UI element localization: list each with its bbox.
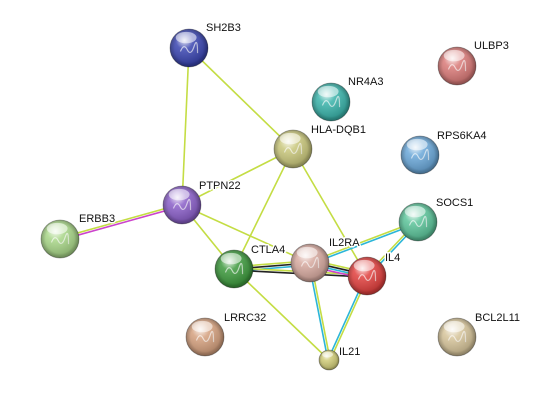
edge-line-textmining — [58, 203, 183, 239]
node-highlight — [46, 222, 68, 235]
node-highlight — [279, 132, 301, 145]
node-highlight — [353, 259, 375, 272]
edge-sh2b3-ptpn22[interactable] — [181, 47, 190, 206]
edge-line-textmining — [233, 148, 294, 270]
edge-ptpn22-il2ra[interactable] — [181, 204, 311, 264]
node-label-halo: IL4 — [385, 252, 400, 264]
edge-line-textmining — [181, 204, 311, 264]
edge-line-textmining — [188, 47, 294, 150]
edge-line-experiments — [59, 205, 184, 241]
node-highlight — [175, 31, 197, 44]
node-label: IL21 — [339, 346, 360, 358]
edge-line-textmining — [292, 148, 368, 277]
node-label: IL2RA — [329, 237, 360, 249]
node-label-halo: ULBP3 — [474, 40, 509, 52]
node-label: PTPN22 — [199, 180, 241, 192]
node-label: CTLA4 — [251, 244, 285, 256]
node-label: SH2B3 — [206, 22, 241, 34]
node-label: IL4 — [385, 252, 400, 264]
node-highlight — [168, 188, 190, 201]
edge-line-textmining — [233, 268, 330, 361]
node-label-halo: BCL2L11 — [475, 312, 520, 324]
node-highlight — [443, 320, 465, 333]
node-highlight — [191, 320, 213, 333]
nodes-layer: SH2B3SH2B3ULBP3ULBP3NR4A3NR4A3HLA-DQB1HL… — [40, 21, 522, 371]
node-highlight — [443, 49, 465, 62]
node-highlight — [220, 252, 242, 265]
node-label-halo: IL2RA — [329, 237, 360, 249]
edge-sh2b3-hla-dqb1[interactable] — [188, 47, 294, 150]
node-highlight — [317, 85, 339, 98]
node-highlight — [406, 138, 428, 151]
edge-il2ra-socs1[interactable] — [308, 220, 420, 265]
node-label: RPS6KA4 — [437, 130, 487, 142]
edge-line-textmining — [181, 148, 294, 206]
node-highlight — [322, 351, 333, 358]
edge-hla-dqb1-il4[interactable] — [292, 148, 368, 277]
node-label-halo: CTLA4 — [251, 244, 285, 256]
node-label: ULBP3 — [474, 40, 509, 52]
edge-ctla4-il21[interactable] — [233, 268, 330, 361]
node-highlight — [296, 246, 318, 259]
edge-line-textmining — [308, 220, 419, 263]
node-label-halo: SH2B3 — [206, 22, 241, 34]
edge-hla-dqb1-ptpn22[interactable] — [181, 148, 294, 206]
node-label-halo: HLA-DQB1 — [311, 124, 366, 136]
edge-line-textmining — [181, 47, 190, 206]
node-label: SOCS1 — [436, 197, 473, 209]
node-label: LRRC32 — [224, 312, 266, 324]
node-highlight — [404, 205, 426, 218]
node-label-halo: IL21 — [339, 346, 360, 358]
edge-ptpn22-erbb3[interactable] — [58, 203, 184, 241]
node-label: ERBB3 — [79, 213, 115, 225]
node-label-halo: LRRC32 — [224, 312, 266, 324]
node-label-halo: PTPN22 — [199, 180, 241, 192]
edge-hla-dqb1-ctla4[interactable] — [233, 148, 294, 270]
node-label: HLA-DQB1 — [311, 124, 366, 136]
edge-line-database — [309, 222, 420, 265]
node-label-halo: SOCS1 — [436, 197, 473, 209]
node-label: NR4A3 — [348, 76, 383, 88]
node-label-halo: ERBB3 — [79, 213, 115, 225]
node-label-halo: RPS6KA4 — [437, 130, 487, 142]
node-label-halo: NR4A3 — [348, 76, 383, 88]
node-label: BCL2L11 — [475, 312, 520, 324]
